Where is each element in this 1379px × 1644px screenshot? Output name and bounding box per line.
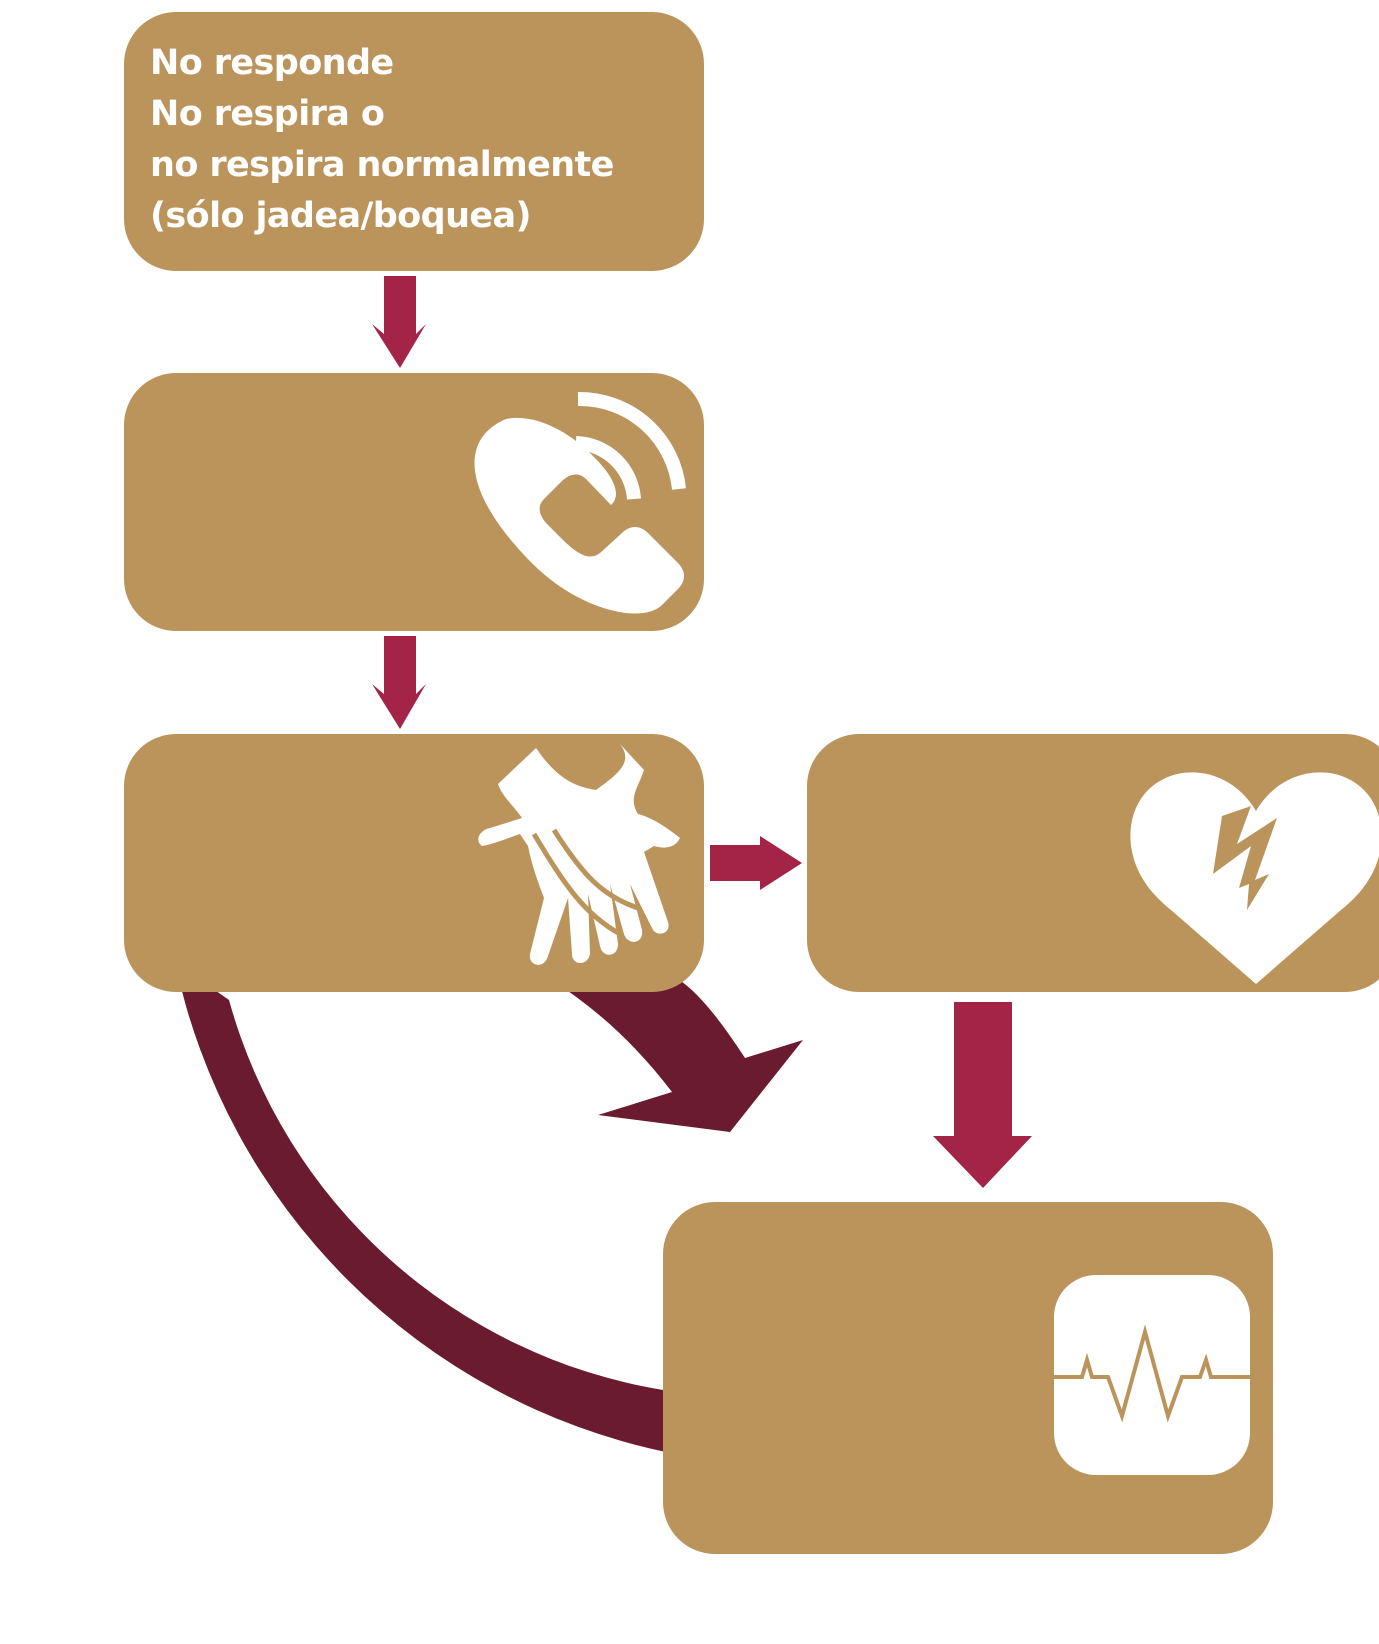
assess-line-1: No responde (150, 43, 394, 83)
assess-line-2: No respira o (150, 94, 385, 134)
arrow-aed-to-rhythm (933, 1002, 1032, 1188)
step-call-box (124, 373, 704, 631)
assess-line-4: (sólo jadea/boquea) (150, 196, 532, 236)
aed-heart-icon (1130, 772, 1379, 984)
step-rhythm-box (663, 1202, 1273, 1554)
assess-line-3: no respira normalmente (150, 145, 614, 185)
step-compressions-box (124, 734, 704, 992)
step-aed-box (807, 734, 1379, 992)
arrow-call-to-cpr (372, 636, 426, 729)
step-assess-box: No responde No respira o no respira norm… (124, 12, 704, 271)
cycle-label-path: Comprimir fuerte | Comprimir rápido (64, 1119, 446, 1621)
cpr-cycle-arrowhead (548, 972, 803, 1132)
cycle-label: Comprimir fuerte | Comprimir rápido (64, 1119, 447, 1621)
hands-icon (478, 744, 680, 965)
arrow-assess-to-call (372, 276, 426, 368)
heart-rhythm-monitor-icon (1054, 1275, 1250, 1475)
arrow-cpr-to-aed (710, 836, 802, 890)
cpr-cycle-ring (175, 962, 666, 1452)
phone-icon (474, 391, 686, 614)
